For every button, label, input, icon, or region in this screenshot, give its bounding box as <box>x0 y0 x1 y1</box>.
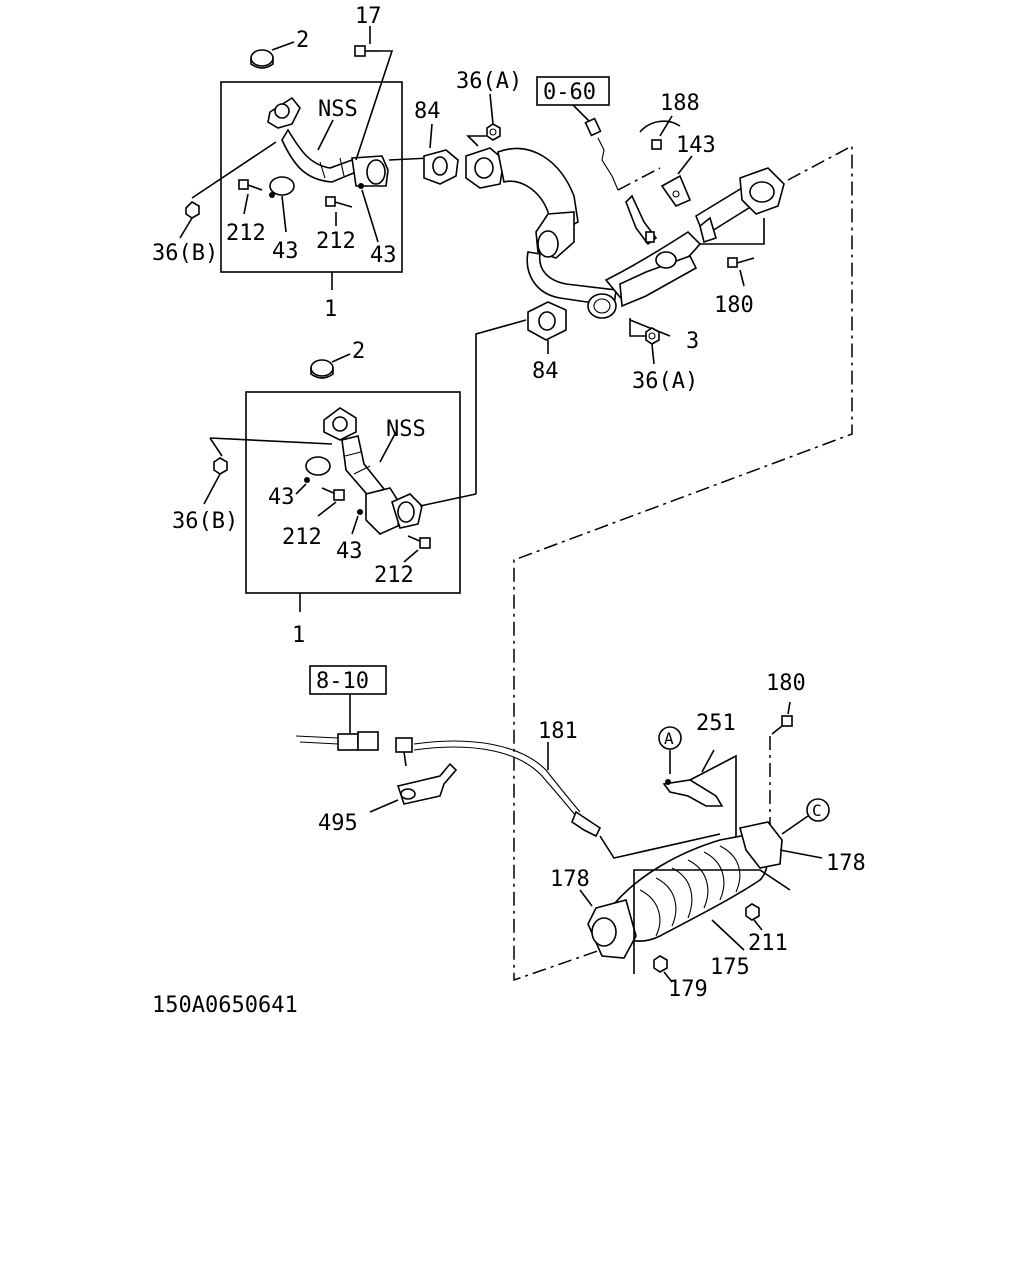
catalytic-converter-175: 175 <box>587 821 783 980</box>
clamp-43-middle-b: 43 <box>336 509 363 564</box>
part-number-180-lower: 180 <box>766 671 806 696</box>
callout-c: C <box>812 801 822 820</box>
part-number-36a-upper: 36(A) <box>456 69 522 94</box>
part-number-178-left: 178 <box>550 867 590 892</box>
part-number-495: 495 <box>318 811 358 836</box>
clip-188: 188 <box>639 91 700 150</box>
nut-211: 211 <box>633 869 791 974</box>
bolt-180-upper: 180 <box>700 218 765 318</box>
part-number-84-upper: 84 <box>414 99 441 124</box>
nut-36a-lower: 36(A) <box>629 318 698 394</box>
part-number-3: 3 <box>686 329 699 354</box>
gasket-84-lower: 84 <box>527 301 567 384</box>
label-nss-upper: NSS <box>318 97 358 122</box>
gasket-84-upper: 84 <box>414 99 459 185</box>
clamp-43-upper-b: 43 <box>358 183 397 268</box>
gasket-2-upper: 2 <box>250 28 309 69</box>
bracket-495: 495 <box>318 762 458 836</box>
reference-box-0-60: 0-60 <box>543 80 596 105</box>
clamp-43-upper-a: 43 <box>269 176 299 264</box>
part-number-143: 143 <box>676 133 716 158</box>
part-number-179: 179 <box>668 977 708 1002</box>
assembly-box-lower: 1 <box>245 391 461 648</box>
reference-box-8-10: 8-10 <box>316 669 369 694</box>
part-number-212-a: 212 <box>226 221 266 246</box>
part-number-181: 181 <box>538 719 578 744</box>
nut-36b-middle: 36(B) <box>172 437 333 534</box>
bracket-143: 143 <box>660 133 716 207</box>
harness-8-10: 8-10 <box>295 665 387 751</box>
part-number-1-upper: 1 <box>324 297 337 322</box>
part-number-1-lower: 1 <box>292 623 305 648</box>
bolt-17: 17 <box>354 4 394 161</box>
part-number-188: 188 <box>660 91 700 116</box>
part-number-17: 17 <box>355 4 382 29</box>
part-number-2-upper: 2 <box>296 28 309 53</box>
gasket-2-middle: 2 <box>310 339 365 379</box>
callout-a: A <box>664 729 674 748</box>
part-number-43-c: 43 <box>268 485 295 510</box>
assembly-box-upper: 1 <box>220 81 403 322</box>
flange-178-left: 178 <box>550 867 593 907</box>
front-pipe-3: 3 <box>465 147 785 354</box>
part-number-36b-upper: 36(B) <box>152 241 218 266</box>
part-number-36a-lower: 36(A) <box>632 369 698 394</box>
part-number-43-a: 43 <box>272 239 299 264</box>
part-number-2-middle: 2 <box>352 339 365 364</box>
part-number-212-c: 212 <box>282 525 322 550</box>
bracket-251: 251 A <box>658 711 737 838</box>
dash-line-connector <box>513 144 853 982</box>
oxygen-sensor-lower <box>395 737 602 838</box>
oxygen-sensor-upper: 0-60 <box>536 76 661 246</box>
part-number-212-d: 212 <box>374 563 414 588</box>
part-number-251: 251 <box>696 711 736 736</box>
bolt-212-middle-a: 212 <box>282 487 345 550</box>
diagram-id: 150A0650641 <box>152 993 298 1018</box>
nut-36a-upper: 36(A) <box>456 69 522 147</box>
flange-178-right: 178 C <box>779 798 866 876</box>
part-number-84-lower: 84 <box>532 359 559 384</box>
part-number-180-upper: 180 <box>714 293 754 318</box>
part-number-175: 175 <box>710 955 750 980</box>
nut-179: 179 <box>653 955 708 1002</box>
bolt-212-upper-a: 212 <box>226 179 266 246</box>
front-pipe-upper <box>267 96 389 187</box>
part-number-211: 211 <box>748 931 788 956</box>
part-number-43-b: 43 <box>370 243 397 268</box>
part-number-43-d: 43 <box>336 539 363 564</box>
part-number-212-b: 212 <box>316 229 356 254</box>
part-number-178-right: 178 <box>826 851 866 876</box>
bolt-212-upper-b: 212 <box>316 196 356 254</box>
bolt-180-lower: 180 <box>766 671 806 830</box>
part-number-36b-middle: 36(B) <box>172 509 238 534</box>
bolt-212-middle-b: 212 <box>374 535 431 588</box>
label-nss-lower: NSS <box>386 417 426 442</box>
front-pipe-lower <box>323 407 423 535</box>
clamp-43-middle-a: 43 <box>268 456 331 510</box>
